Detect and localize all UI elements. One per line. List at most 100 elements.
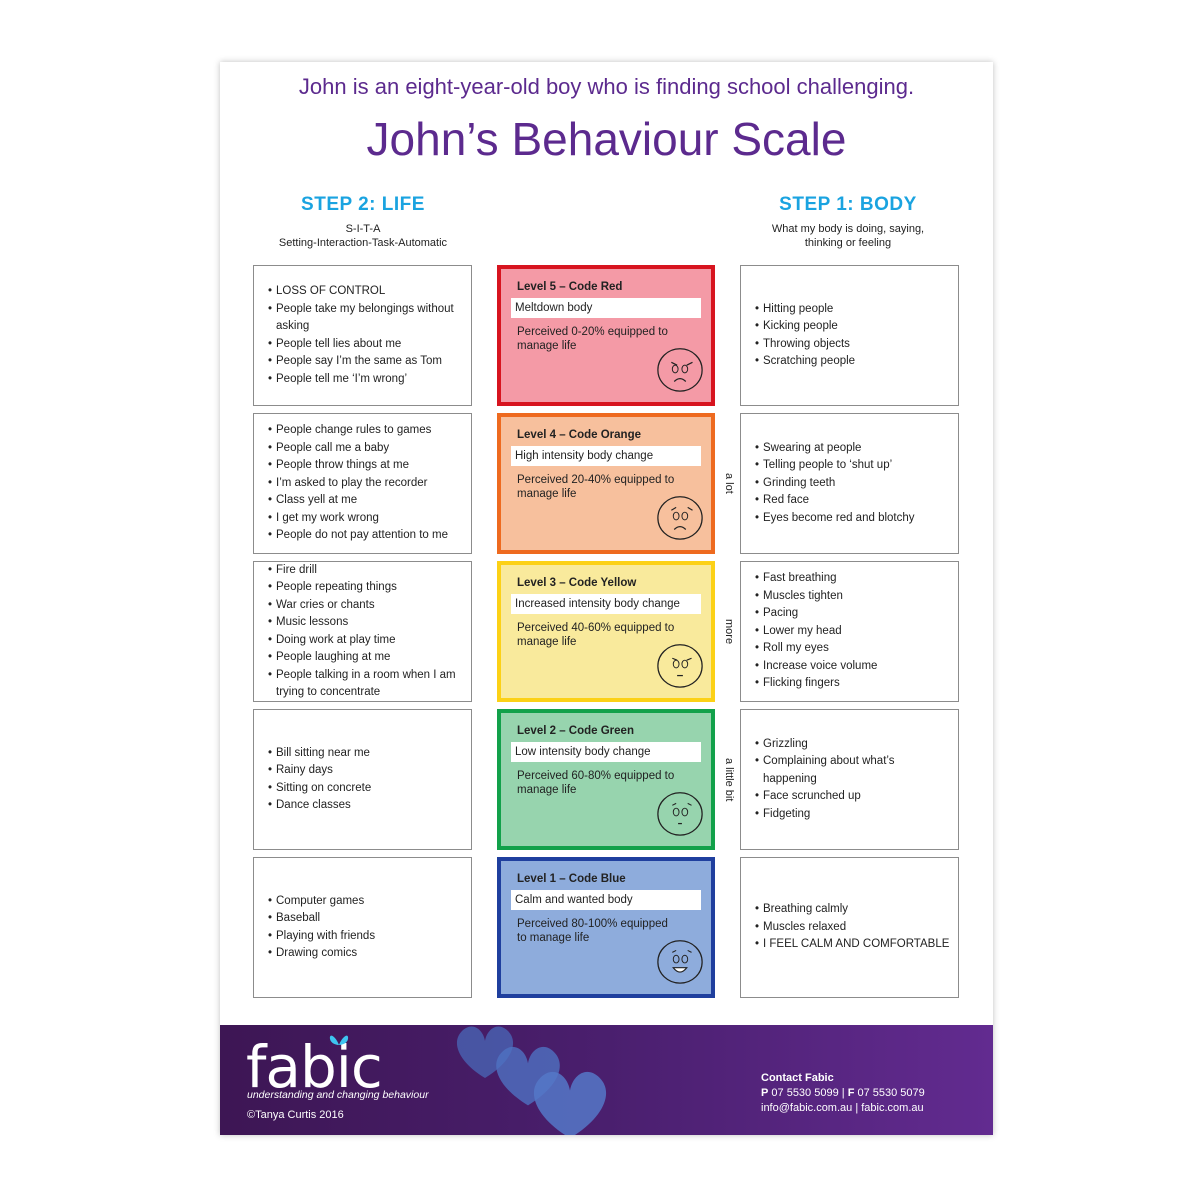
step-body-line2: thinking or feeling xyxy=(804,237,892,249)
intensity-label: more xyxy=(723,618,735,645)
list-item: Swearing at people xyxy=(755,440,915,458)
butterfly-logo-icon xyxy=(329,1035,349,1045)
list-item: Increase voice volume xyxy=(755,658,877,676)
step-life-subheading: S-I-T-A Setting-Interaction-Task-Automat… xyxy=(253,222,473,250)
step-body-subheading: What my body is doing, saying, thinking … xyxy=(738,222,958,250)
step-body-line1: What my body is doing, saying, xyxy=(771,223,925,235)
item-list: LOSS OF CONTROLPeople take my belongings… xyxy=(268,283,463,388)
angry-face-icon xyxy=(657,348,703,392)
list-item: People tell me ‘I’m wrong’ xyxy=(268,371,463,389)
item-list: Swearing at peopleTelling people to ‘shu… xyxy=(755,440,915,528)
list-item: People take my belongings without asking xyxy=(268,301,463,336)
list-item: Sitting on concrete xyxy=(268,780,371,798)
life-triggers-box: Bill sitting near meRainy daysSitting on… xyxy=(253,709,472,850)
item-list: Computer gamesBaseballPlaying with frien… xyxy=(268,893,375,963)
intensity-label: a lot xyxy=(723,473,735,494)
step-life-acronym: S-I-T-A xyxy=(345,223,381,235)
item-list: Bill sitting near meRainy daysSitting on… xyxy=(268,745,371,815)
list-item: Drawing comics xyxy=(268,945,375,963)
list-item: Hitting people xyxy=(755,301,855,319)
list-item: Fidgeting xyxy=(755,806,950,824)
level-title: Level 4 – Code Orange xyxy=(517,429,641,441)
list-item: Dance classes xyxy=(268,797,371,815)
body-signs-box: Swearing at peopleTelling people to ‘shu… xyxy=(740,413,959,554)
item-list: Fire drillPeople repeating thingsWar cri… xyxy=(268,562,463,702)
list-item: People do not pay attention to me xyxy=(268,527,448,545)
list-item: People talking in a room when I am tryin… xyxy=(268,667,463,702)
list-item: Grizzling xyxy=(755,736,950,754)
level-perceived: Perceived 80-100% equipped to manage lif… xyxy=(517,918,668,944)
list-item: People call me a baby xyxy=(268,440,448,458)
level-perceived: Perceived 40-60% equipped to manage life xyxy=(517,622,675,648)
list-item: People tell lies about me xyxy=(268,336,463,354)
list-item: Rainy days xyxy=(268,762,371,780)
list-item: Breathing calmly xyxy=(755,901,949,919)
list-item: Bill sitting near me xyxy=(268,745,371,763)
list-item: I FEEL CALM AND COMFORTABLE xyxy=(755,936,949,954)
annoyed-face-icon xyxy=(657,644,703,688)
list-item: Kicking people xyxy=(755,318,855,336)
contact-phone-line: P 07 5530 5099 | F 07 5530 5079 xyxy=(761,1086,925,1101)
list-item: Grinding teeth xyxy=(755,475,915,493)
life-triggers-box: Fire drillPeople repeating thingsWar cri… xyxy=(253,561,472,702)
logo-tagline: understanding and changing behaviour xyxy=(247,1089,429,1101)
email-link[interactable]: info@fabic.com.au xyxy=(761,1102,853,1114)
fax-label: F xyxy=(847,1087,855,1099)
step-life-heading: STEP 2: LIFE xyxy=(301,194,425,215)
list-item: Computer games xyxy=(268,893,375,911)
list-item: I get my work wrong xyxy=(268,510,448,528)
phone-label: P xyxy=(761,1087,769,1099)
level-description: Meltdown body xyxy=(511,298,701,318)
item-list: Breathing calmlyMuscles relaxedI FEEL CA… xyxy=(755,901,949,954)
level-title: Level 2 – Code Green xyxy=(517,725,634,737)
intro-subtitle: John is an eight-year-old boy who is fin… xyxy=(298,74,915,99)
footer-banner: fabic understanding and changing behavio… xyxy=(220,1025,993,1135)
item-list: People change rules to gamesPeople call … xyxy=(268,422,448,545)
contact-title: Contact Fabic xyxy=(761,1072,834,1084)
body-signs-box: GrizzlingComplaining about what’s happen… xyxy=(740,709,959,850)
copyright: ©Tanya Curtis 2016 xyxy=(247,1109,344,1121)
step-body-heading: STEP 1: BODY xyxy=(779,194,917,215)
list-item: I’m asked to play the recorder xyxy=(268,475,448,493)
website-link[interactable]: fabic.com.au xyxy=(861,1102,924,1114)
list-item: People change rules to games xyxy=(268,422,448,440)
separator: | xyxy=(855,1102,859,1114)
list-item: Pacing xyxy=(755,605,877,623)
butterfly-decoration-icon xyxy=(533,1072,607,1135)
list-item: Eyes become red and blotchy xyxy=(755,510,915,528)
list-item: Complaining about what’s happening xyxy=(755,753,950,788)
body-signs-box: Breathing calmlyMuscles relaxedI FEEL CA… xyxy=(740,857,959,998)
list-item: Baseball xyxy=(268,910,375,928)
list-item: Playing with friends xyxy=(268,928,375,946)
list-item: Class yell at me xyxy=(268,492,448,510)
page-title: John’s Behaviour Scale xyxy=(366,113,847,165)
uneasy-face-icon xyxy=(657,792,703,836)
list-item: People repeating things xyxy=(268,579,463,597)
life-triggers-box: LOSS OF CONTROLPeople take my belongings… xyxy=(253,265,472,406)
list-item: Doing work at play time xyxy=(268,632,463,650)
fax-number: 07 5530 5079 xyxy=(857,1087,925,1099)
list-item: Flicking fingers xyxy=(755,675,877,693)
item-list: Hitting peopleKicking peopleThrowing obj… xyxy=(755,301,855,371)
list-item: Muscles tighten xyxy=(755,588,877,606)
fabic-logo: fabic xyxy=(246,1033,383,1101)
contact-block: Contact Fabic P 07 5530 5099 | F 07 5530… xyxy=(761,1071,925,1116)
list-item: Lower my head xyxy=(755,623,877,641)
worried-face-icon xyxy=(657,496,703,540)
level-perceived: Perceived 0-20% equipped to manage life xyxy=(517,326,668,352)
level-perceived: Perceived 20-40% equipped to manage life xyxy=(517,474,675,500)
phone-number[interactable]: 07 5530 5099 xyxy=(771,1087,839,1099)
level-description: Calm and wanted body xyxy=(511,890,701,910)
list-item: People throw things at me xyxy=(268,457,448,475)
level-title: Level 3 – Code Yellow xyxy=(517,577,637,589)
item-list: Fast breathingMuscles tightenPacingLower… xyxy=(755,570,877,693)
list-item: Throwing objects xyxy=(755,336,855,354)
list-item: Music lessons xyxy=(268,614,463,632)
item-list: GrizzlingComplaining about what’s happen… xyxy=(755,736,950,824)
level-description: High intensity body change xyxy=(511,446,701,466)
step-life-expansion: Setting-Interaction-Task-Automatic xyxy=(278,237,448,249)
